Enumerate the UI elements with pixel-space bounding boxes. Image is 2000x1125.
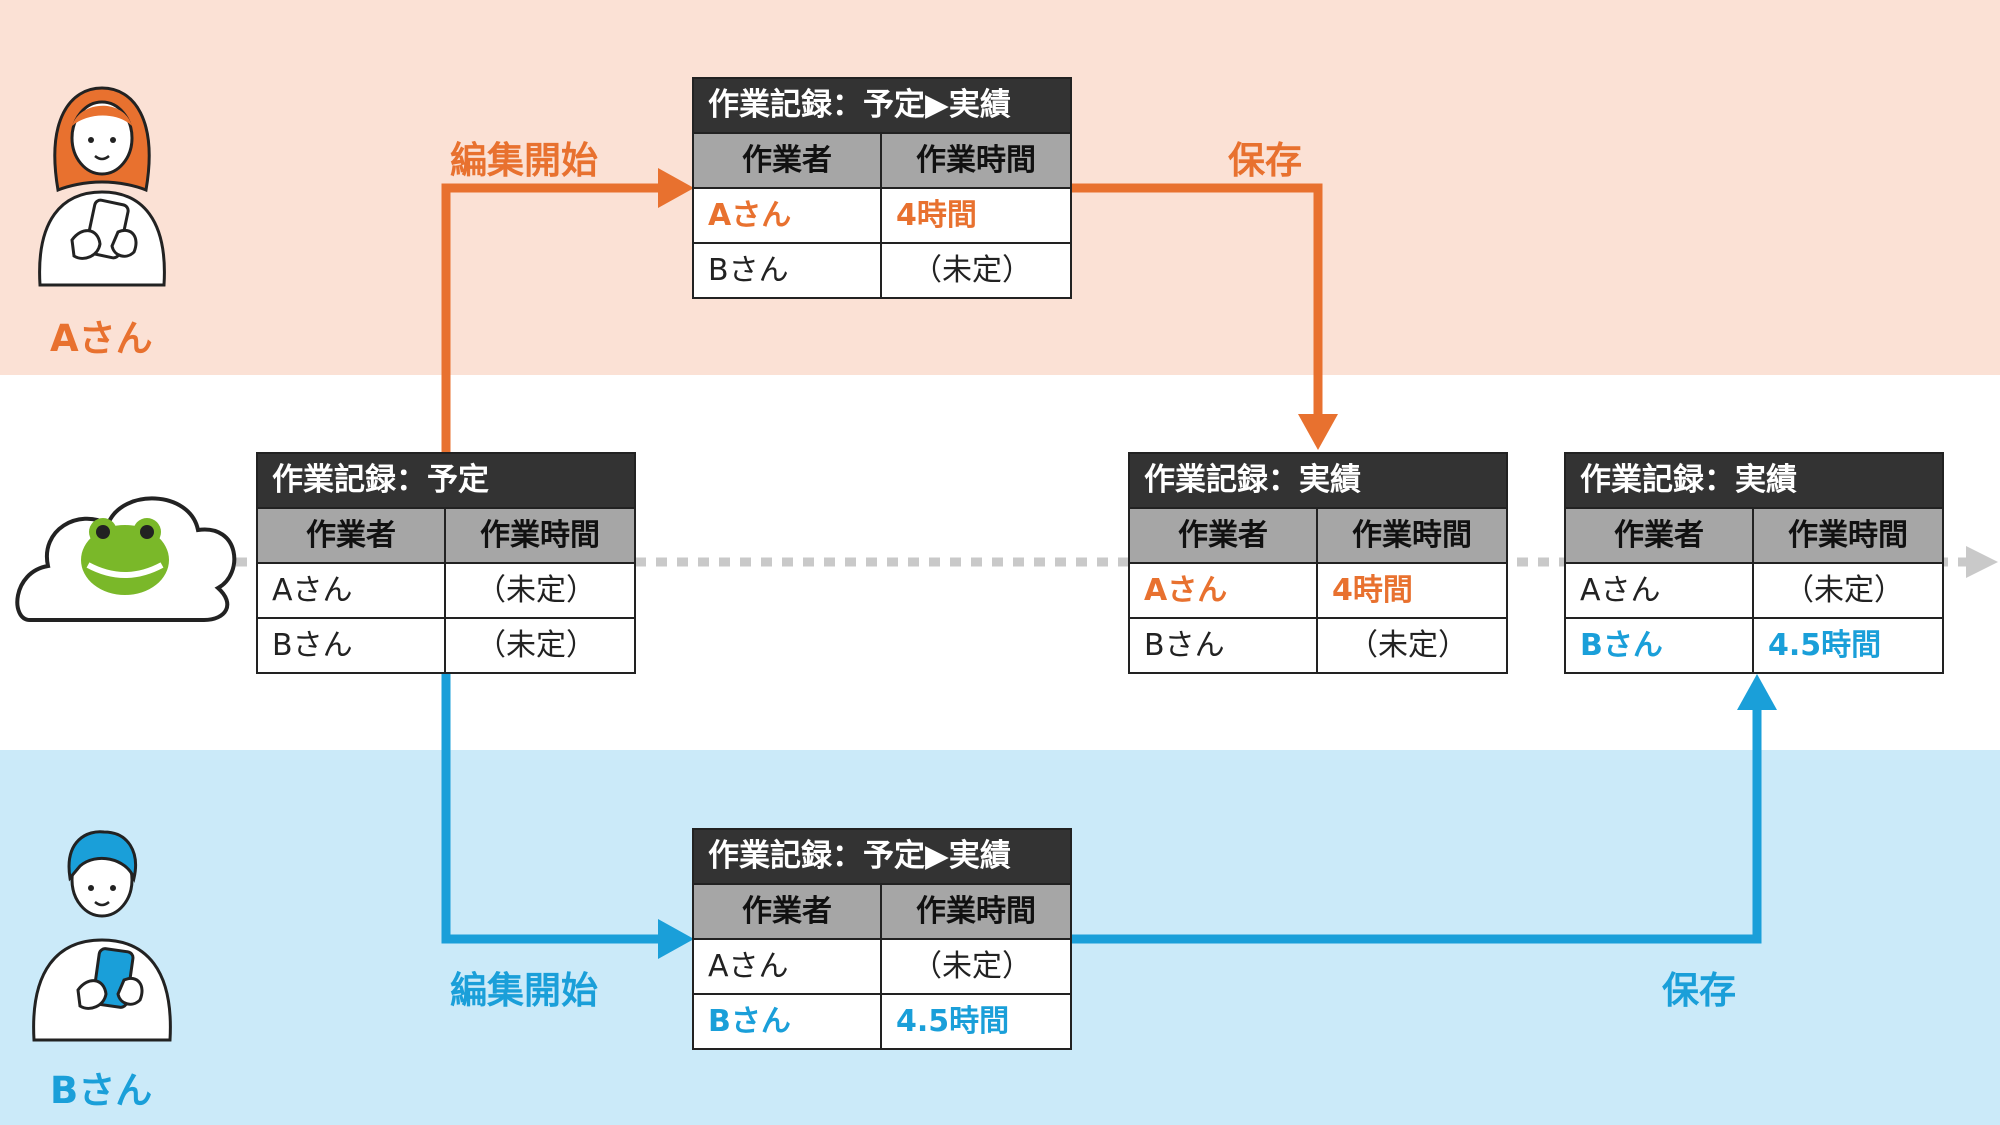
worker-cell: Bさん	[1566, 619, 1754, 672]
table-title: 作業記録：実績	[1130, 454, 1506, 509]
work-time-cell: 4.5時間	[896, 1004, 1010, 1039]
table-row: Aさん （未定）	[694, 940, 1070, 995]
work-time-cell: （未定）	[476, 628, 596, 663]
work-time-cell: （未定）	[476, 573, 596, 608]
header-worker: 作業者	[1130, 509, 1318, 562]
user-b-avatar-icon	[32, 830, 172, 1042]
frog-logo-icon	[81, 518, 169, 595]
user-a-edit-arrow	[441, 183, 660, 452]
table-header-row: 作業者 作業時間	[1566, 509, 1942, 564]
table-row: Aさん （未定）	[258, 564, 634, 619]
user-b-edit-arrow	[441, 672, 660, 944]
timeline-arrowhead	[1966, 546, 1998, 578]
user-b-save-arrowhead	[1737, 674, 1777, 710]
worker-cell: Aさん	[694, 189, 882, 242]
user-b-edit-arrowhead	[658, 919, 694, 959]
table-header-row: 作業者 作業時間	[694, 885, 1070, 940]
work-time-cell: （未定）	[1784, 573, 1904, 608]
table-header-row: 作業者 作業時間	[694, 134, 1070, 189]
work-time-cell: 4時間	[896, 198, 977, 233]
worker-cell: Bさん	[258, 619, 446, 672]
table-title: 作業記録：予定▶実績	[694, 79, 1070, 134]
table-row: Bさん 4.5時間	[694, 995, 1070, 1048]
user-a-save-arrow	[1071, 183, 1323, 418]
user-b-edit-start-label: 編集開始	[450, 969, 598, 1012]
table-header-row: 作業者 作業時間	[1130, 509, 1506, 564]
table-title: 作業記録：実績	[1566, 454, 1942, 509]
header-work-time: 作業時間	[1352, 518, 1472, 553]
header-work-time: 作業時間	[1788, 518, 1908, 553]
worker-cell: Bさん	[694, 995, 882, 1048]
work-time-cell: 4.5時間	[1768, 628, 1882, 663]
server-initial-record-table: 作業記録：予定 作業者 作業時間 Aさん （未定） Bさん （未定）	[256, 452, 636, 674]
user-a-save-arrowhead	[1298, 414, 1338, 450]
user-a-edit-start-label: 編集開始	[450, 139, 598, 182]
user-a-editing-record-table: 作業記録：予定▶実績 作業者 作業時間 Aさん 4時間 Bさん （未定）	[692, 77, 1072, 299]
user-a-avatar-icon	[38, 86, 166, 287]
user-b-save-label: 保存	[1662, 969, 1736, 1012]
table-title: 作業記録：予定	[258, 454, 634, 509]
table-row: Aさん 4時間	[1130, 564, 1506, 619]
table-row: Bさん 4.5時間	[1566, 619, 1942, 672]
table-row: Bさん （未定）	[1130, 619, 1506, 672]
worker-cell: Bさん	[1130, 619, 1318, 672]
worker-cell: Aさん	[694, 940, 882, 993]
cloud-server-icon	[15, 496, 237, 622]
table-row: Aさん （未定）	[1566, 564, 1942, 619]
server-after-a-save-record-table: 作業記録：実績 作業者 作業時間 Aさん 4時間 Bさん （未定）	[1128, 452, 1508, 674]
user-b-editing-record-table: 作業記録：予定▶実績 作業者 作業時間 Aさん （未定） Bさん 4.5時間	[692, 828, 1072, 1050]
work-time-cell: 4時間	[1332, 573, 1413, 608]
header-work-time: 作業時間	[480, 518, 600, 553]
table-row: Aさん 4時間	[694, 189, 1070, 244]
header-work-time: 作業時間	[916, 143, 1036, 178]
work-time-cell: （未定）	[912, 253, 1032, 288]
table-row: Bさん （未定）	[694, 244, 1070, 297]
table-header-row: 作業者 作業時間	[258, 509, 634, 564]
user-b-save-arrow	[1071, 706, 1762, 944]
user-a-save-label: 保存	[1228, 139, 1302, 182]
table-title: 作業記録：予定▶実績	[694, 830, 1070, 885]
user-b-label: Bさん	[50, 1069, 153, 1112]
worker-cell: Aさん	[1566, 564, 1754, 617]
header-worker: 作業者	[1566, 509, 1754, 562]
user-a-edit-arrowhead	[658, 168, 694, 208]
user-a-label: Aさん	[50, 317, 153, 360]
header-work-time: 作業時間	[916, 894, 1036, 929]
server-after-b-save-record-table: 作業記録：実績 作業者 作業時間 Aさん （未定） Bさん 4.5時間	[1564, 452, 1944, 674]
work-time-cell: （未定）	[912, 949, 1032, 984]
header-worker: 作業者	[694, 885, 882, 938]
work-time-cell: （未定）	[1348, 628, 1468, 663]
worker-cell: Bさん	[694, 244, 882, 297]
table-row: Bさん （未定）	[258, 619, 634, 672]
worker-cell: Aさん	[1130, 564, 1318, 617]
worker-cell: Aさん	[258, 564, 446, 617]
header-worker: 作業者	[694, 134, 882, 187]
header-worker: 作業者	[258, 509, 446, 562]
